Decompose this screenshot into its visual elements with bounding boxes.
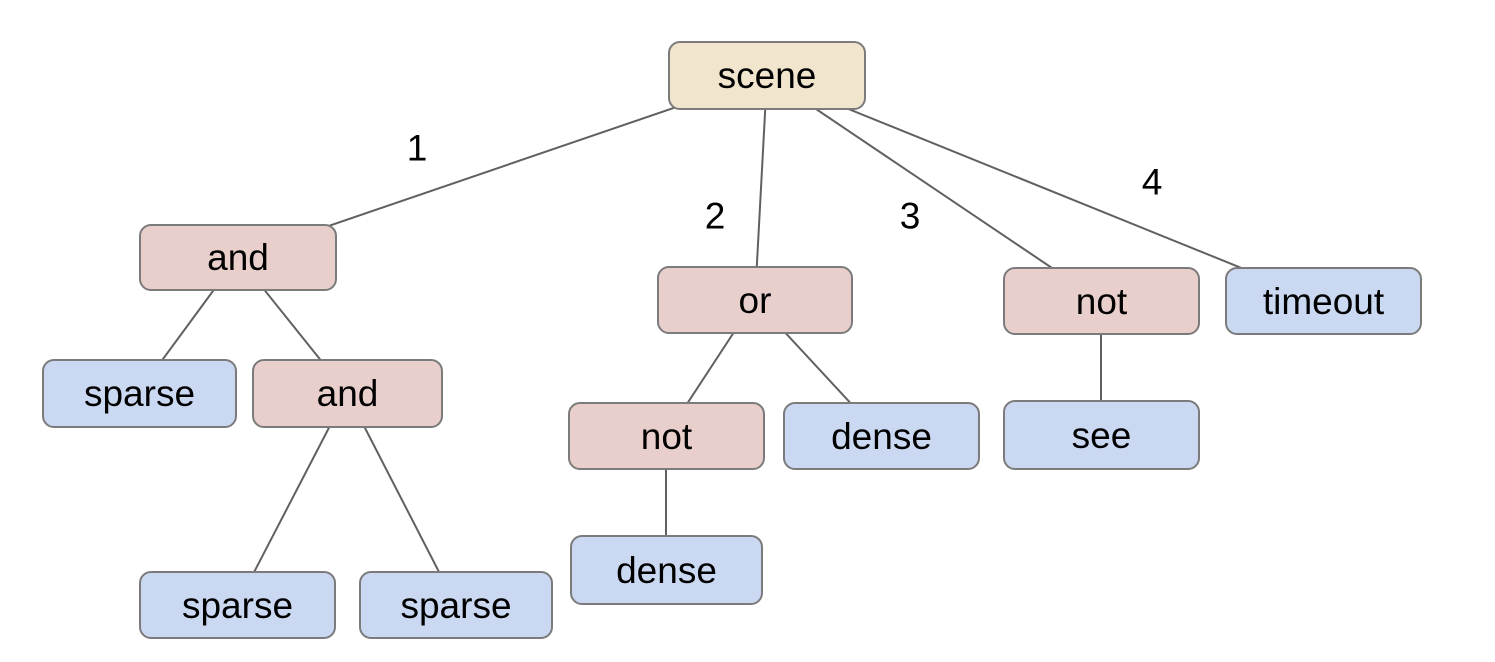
node-timeout: timeout [1225,267,1422,335]
edge-label-4: 4 [1141,161,1163,203]
node-sparse-3-label: sparse [400,584,512,626]
node-and-1-label: and [207,237,269,278]
node-timeout-label: timeout [1262,280,1385,322]
edge-and2-sparse2 [346,392,457,606]
node-sparse-1-label: sparse [83,373,196,414]
node-not-1-label: not [1075,280,1128,322]
node-see: see [1003,400,1200,470]
edge-scene-or [754,75,768,301]
node-see-label: see [1071,414,1132,456]
node-scene: scene [668,41,866,110]
node-dense-2-label: dense [616,549,717,591]
node-dense-2: dense [570,535,763,605]
node-dense-1: dense [783,402,980,470]
node-and-1: and [139,224,337,291]
node-dense-1-label: dense [831,415,932,457]
node-not-2: not [568,402,765,470]
node-and-2-label: and [316,373,379,414]
edge-label-3: 3 [899,195,921,237]
node-scene-label: scene [717,55,817,96]
edge-label-1: 1 [406,127,428,169]
node-sparse-1: sparse [42,359,237,428]
node-not-2-label: not [640,415,693,457]
node-sparse-3: sparse [359,571,553,639]
edge-label-2: 2 [704,195,726,237]
edge-scene-not [766,75,1102,302]
node-or: or [657,266,853,334]
node-sparse-2: sparse [139,571,336,639]
node-not-1: not [1003,267,1200,335]
node-or-label: or [738,279,772,321]
node-sparse-2-label: sparse [181,584,294,626]
node-and-2: and [252,359,443,428]
edge-scene-timeout [766,75,1324,302]
edge-and2-sparse1 [236,392,348,606]
